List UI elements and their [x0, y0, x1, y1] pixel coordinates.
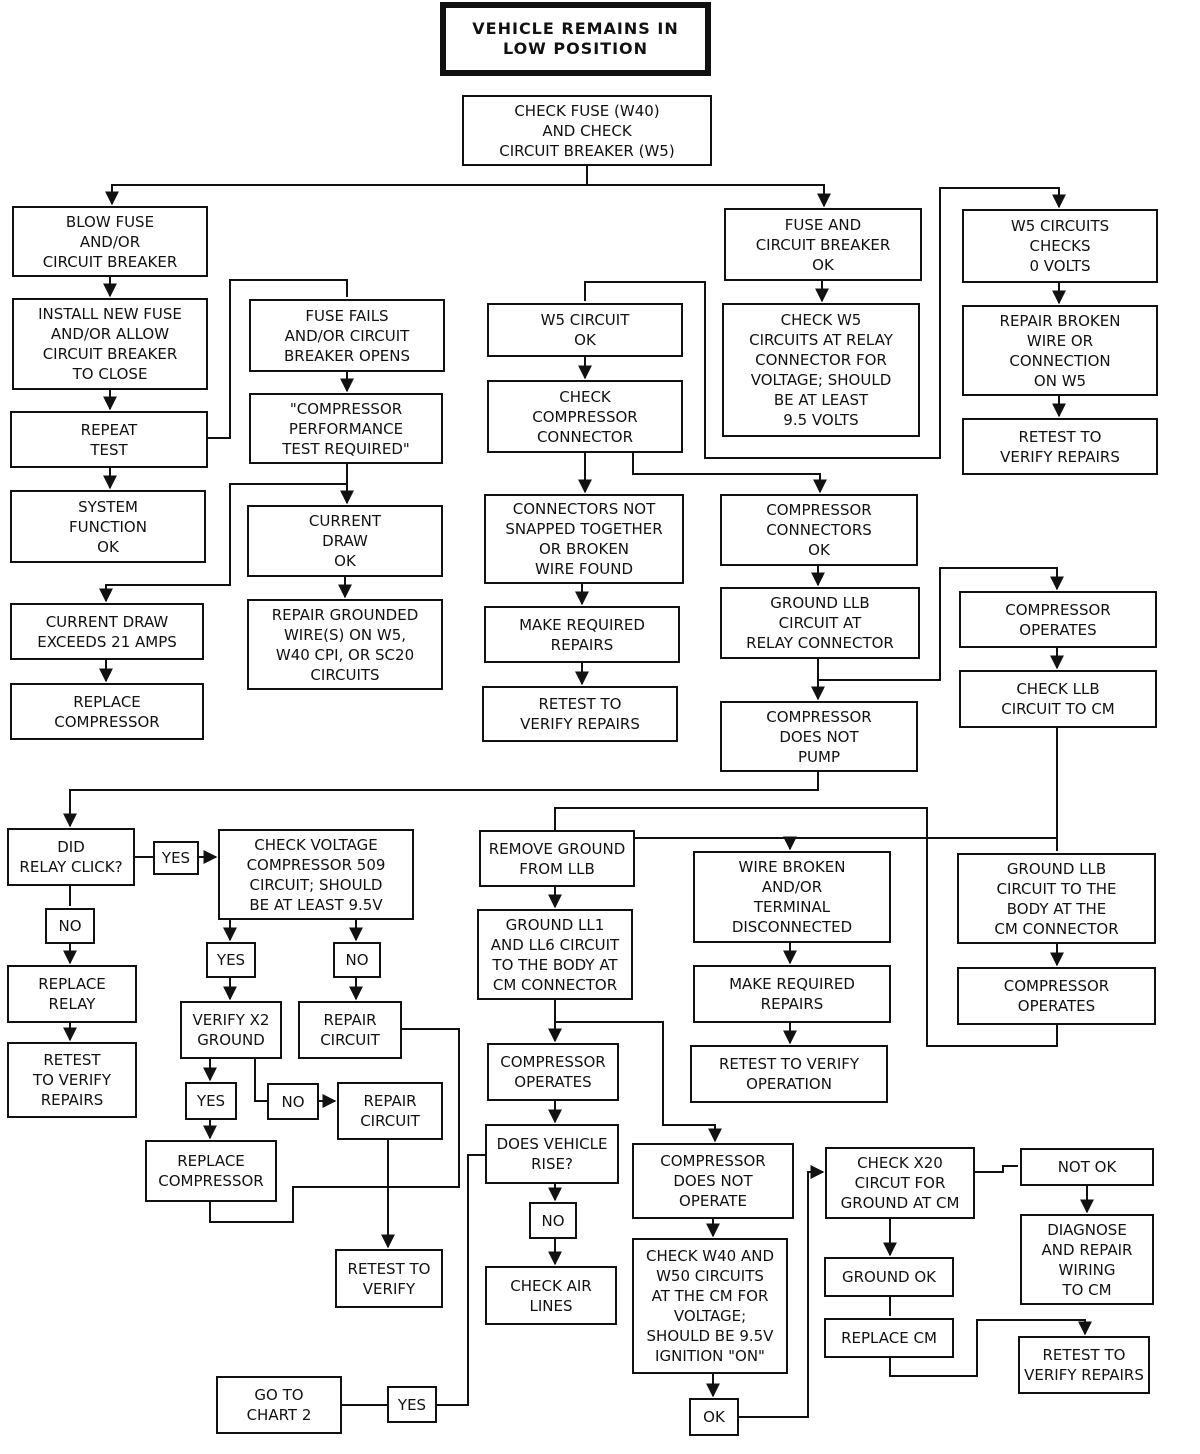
connectors-not-snapped-box: CONNECTORS NOT SNAPPED TOGETHER OR BROKE… — [484, 494, 684, 584]
connector-line — [739, 1165, 825, 1418]
replace-compressor-box: REPLACE COMPRESSOR — [10, 683, 204, 740]
repeat-test-box: REPEAT TEST — [10, 411, 208, 468]
retest-verify-operation-box: RETEST TO VERIFY OPERATION — [690, 1045, 888, 1103]
check-fuse-box: CHECK FUSE (W40) AND CHECK CIRCUIT BREAK… — [462, 95, 712, 166]
no-label-1: NO — [45, 908, 95, 944]
retest-verify-repairs-2-box: RETEST TO VERIFY REPAIRS — [962, 418, 1158, 475]
did-relay-click-box: DID RELAY CLICK? — [7, 828, 135, 886]
check-voltage-509-box: CHECK VOLTAGE COMPRESSOR 509 CIRCUIT; SH… — [218, 829, 414, 920]
wire-broken-box: WIRE BROKEN AND/OR TERMINAL DISCONNECTED — [693, 851, 891, 943]
blow-fuse-box: BLOW FUSE AND/OR CIRCUIT BREAKER — [12, 206, 208, 277]
replace-cm-box: REPLACE CM — [824, 1318, 954, 1358]
yes-label-1: YES — [153, 841, 199, 875]
retest-verify-repairs-3-box: RETEST TO VERIFY REPAIRS — [7, 1042, 137, 1118]
connector-line — [818, 567, 1064, 681]
yes-label-3: YES — [185, 1082, 237, 1120]
yes-label-4: YES — [387, 1386, 437, 1423]
compressor-does-not-operate-box: COMPRESSOR DOES NOT OPERATE — [632, 1143, 794, 1219]
flowchart-title: VEHICLE REMAINS IN LOW POSITION — [440, 2, 711, 76]
make-required-repairs-box: MAKE REQUIRED REPAIRS — [484, 606, 680, 663]
connector-line — [554, 1000, 722, 1143]
make-required-repairs-2-box: MAKE REQUIRED REPAIRS — [693, 965, 891, 1023]
remove-ground-llb-box: REMOVE GROUND FROM LLB — [479, 830, 635, 887]
verify-x2-ground-box: VERIFY X2 GROUND — [180, 1001, 282, 1059]
current-draw-ok-box: CURRENT DRAW OK — [247, 505, 443, 577]
check-w5-relay-box: CHECK W5 CIRCUITS AT RELAY CONNECTOR FOR… — [722, 303, 920, 437]
connector-line — [584, 281, 940, 459]
connector-line — [889, 1319, 1092, 1377]
check-compressor-connector-box: CHECK COMPRESSOR CONNECTOR — [487, 380, 683, 453]
diagnose-repair-cm-box: DIAGNOSE AND REPAIR WIRING TO CM — [1020, 1214, 1154, 1305]
replace-compressor-2-box: REPLACE COMPRESSOR — [145, 1140, 277, 1202]
retest-to-verify-box: RETEST TO VERIFY — [335, 1249, 443, 1308]
ground-llb-body-box: GROUND LLB CIRCUIT TO THE BODY AT THE CM… — [957, 853, 1156, 944]
w5-circuit-ok-box: W5 CIRCUIT OK — [487, 303, 683, 357]
connector-line — [437, 1154, 485, 1406]
current-draw-exceeds-box: CURRENT DRAW EXCEEDS 21 AMPS — [10, 603, 204, 660]
check-x20-box: CHECK X20 CIRCUT FOR GROUND AT CM — [825, 1147, 975, 1219]
no-label-4: NO — [529, 1202, 577, 1239]
ok-label-1: OK — [689, 1398, 739, 1436]
system-function-ok-box: SYSTEM FUNCTION OK — [10, 490, 206, 563]
no-label-3: NO — [267, 1083, 319, 1120]
connector-line — [209, 1028, 460, 1223]
yes-label-2: YES — [206, 942, 256, 978]
connector-line — [632, 453, 827, 494]
repair-circuit-2-box: REPAIR CIRCUIT — [337, 1082, 443, 1140]
no-label-2: NO — [333, 942, 381, 978]
connector-line — [975, 1165, 1018, 1173]
fuse-fails-box: FUSE FAILS AND/OR CIRCUIT BREAKER OPENS — [249, 299, 445, 372]
repair-circuit-1-box: REPAIR CIRCUIT — [298, 1001, 402, 1059]
repair-grounded-wire-box: REPAIR GROUNDED WIRE(S) ON W5, W40 CPI, … — [247, 599, 443, 690]
fuse-cb-ok-box: FUSE AND CIRCUIT BREAKER OK — [724, 208, 922, 281]
connector-line — [105, 166, 588, 206]
check-w40-w50-box: CHECK W40 AND W50 CIRCUITS AT THE CM FOR… — [632, 1238, 788, 1374]
check-air-lines-box: CHECK AIR LINES — [485, 1266, 617, 1325]
ground-ll1-ll6-box: GROUND LL1 AND LL6 CIRCUIT TO THE BODY A… — [477, 909, 633, 1000]
not-ok-box: NOT OK — [1020, 1148, 1154, 1186]
check-llb-cm-box: CHECK LLB CIRCUIT TO CM — [959, 670, 1157, 728]
compressor-operates-3-box: COMPRESSOR OPERATES — [957, 967, 1156, 1025]
retest-verify-repairs-4-box: RETEST TO VERIFY REPAIRS — [1018, 1336, 1150, 1394]
install-new-fuse-box: INSTALL NEW FUSE AND/OR ALLOW CIRCUIT BR… — [12, 298, 208, 390]
compressor-operates-2-box: COMPRESSOR OPERATES — [487, 1043, 619, 1101]
connector-line — [587, 184, 831, 208]
ground-llb-relay-box: GROUND LLB CIRCUIT AT RELAY CONNECTOR — [720, 587, 920, 659]
connector-line — [63, 772, 819, 828]
compressor-connectors-ok-box: COMPRESSOR CONNECTORS OK — [720, 494, 918, 566]
does-vehicle-rise-box: DOES VEHICLE RISE? — [485, 1124, 619, 1184]
compressor-operates-box: COMPRESSOR OPERATES — [959, 591, 1157, 648]
compressor-does-not-pump-box: COMPRESSOR DOES NOT PUMP — [720, 701, 918, 772]
replace-relay-box: REPLACE RELAY — [7, 965, 137, 1023]
connector-line — [254, 1059, 267, 1102]
go-to-chart-2-box: GO TO CHART 2 — [216, 1376, 342, 1434]
ground-ok-box: GROUND OK — [824, 1257, 954, 1297]
compressor-performance-test-box: "COMPRESSOR PERFORMANCE TEST REQUIRED" — [249, 393, 443, 464]
retest-verify-repairs-box: RETEST TO VERIFY REPAIRS — [482, 686, 678, 742]
connector-line — [208, 279, 348, 439]
w5-checks-0v-box: W5 CIRCUITS CHECKS 0 VOLTS — [962, 209, 1158, 283]
repair-broken-wire-w5-box: REPAIR BROKEN WIRE OR CONNECTION ON W5 — [962, 305, 1158, 396]
connector-line — [99, 464, 348, 603]
